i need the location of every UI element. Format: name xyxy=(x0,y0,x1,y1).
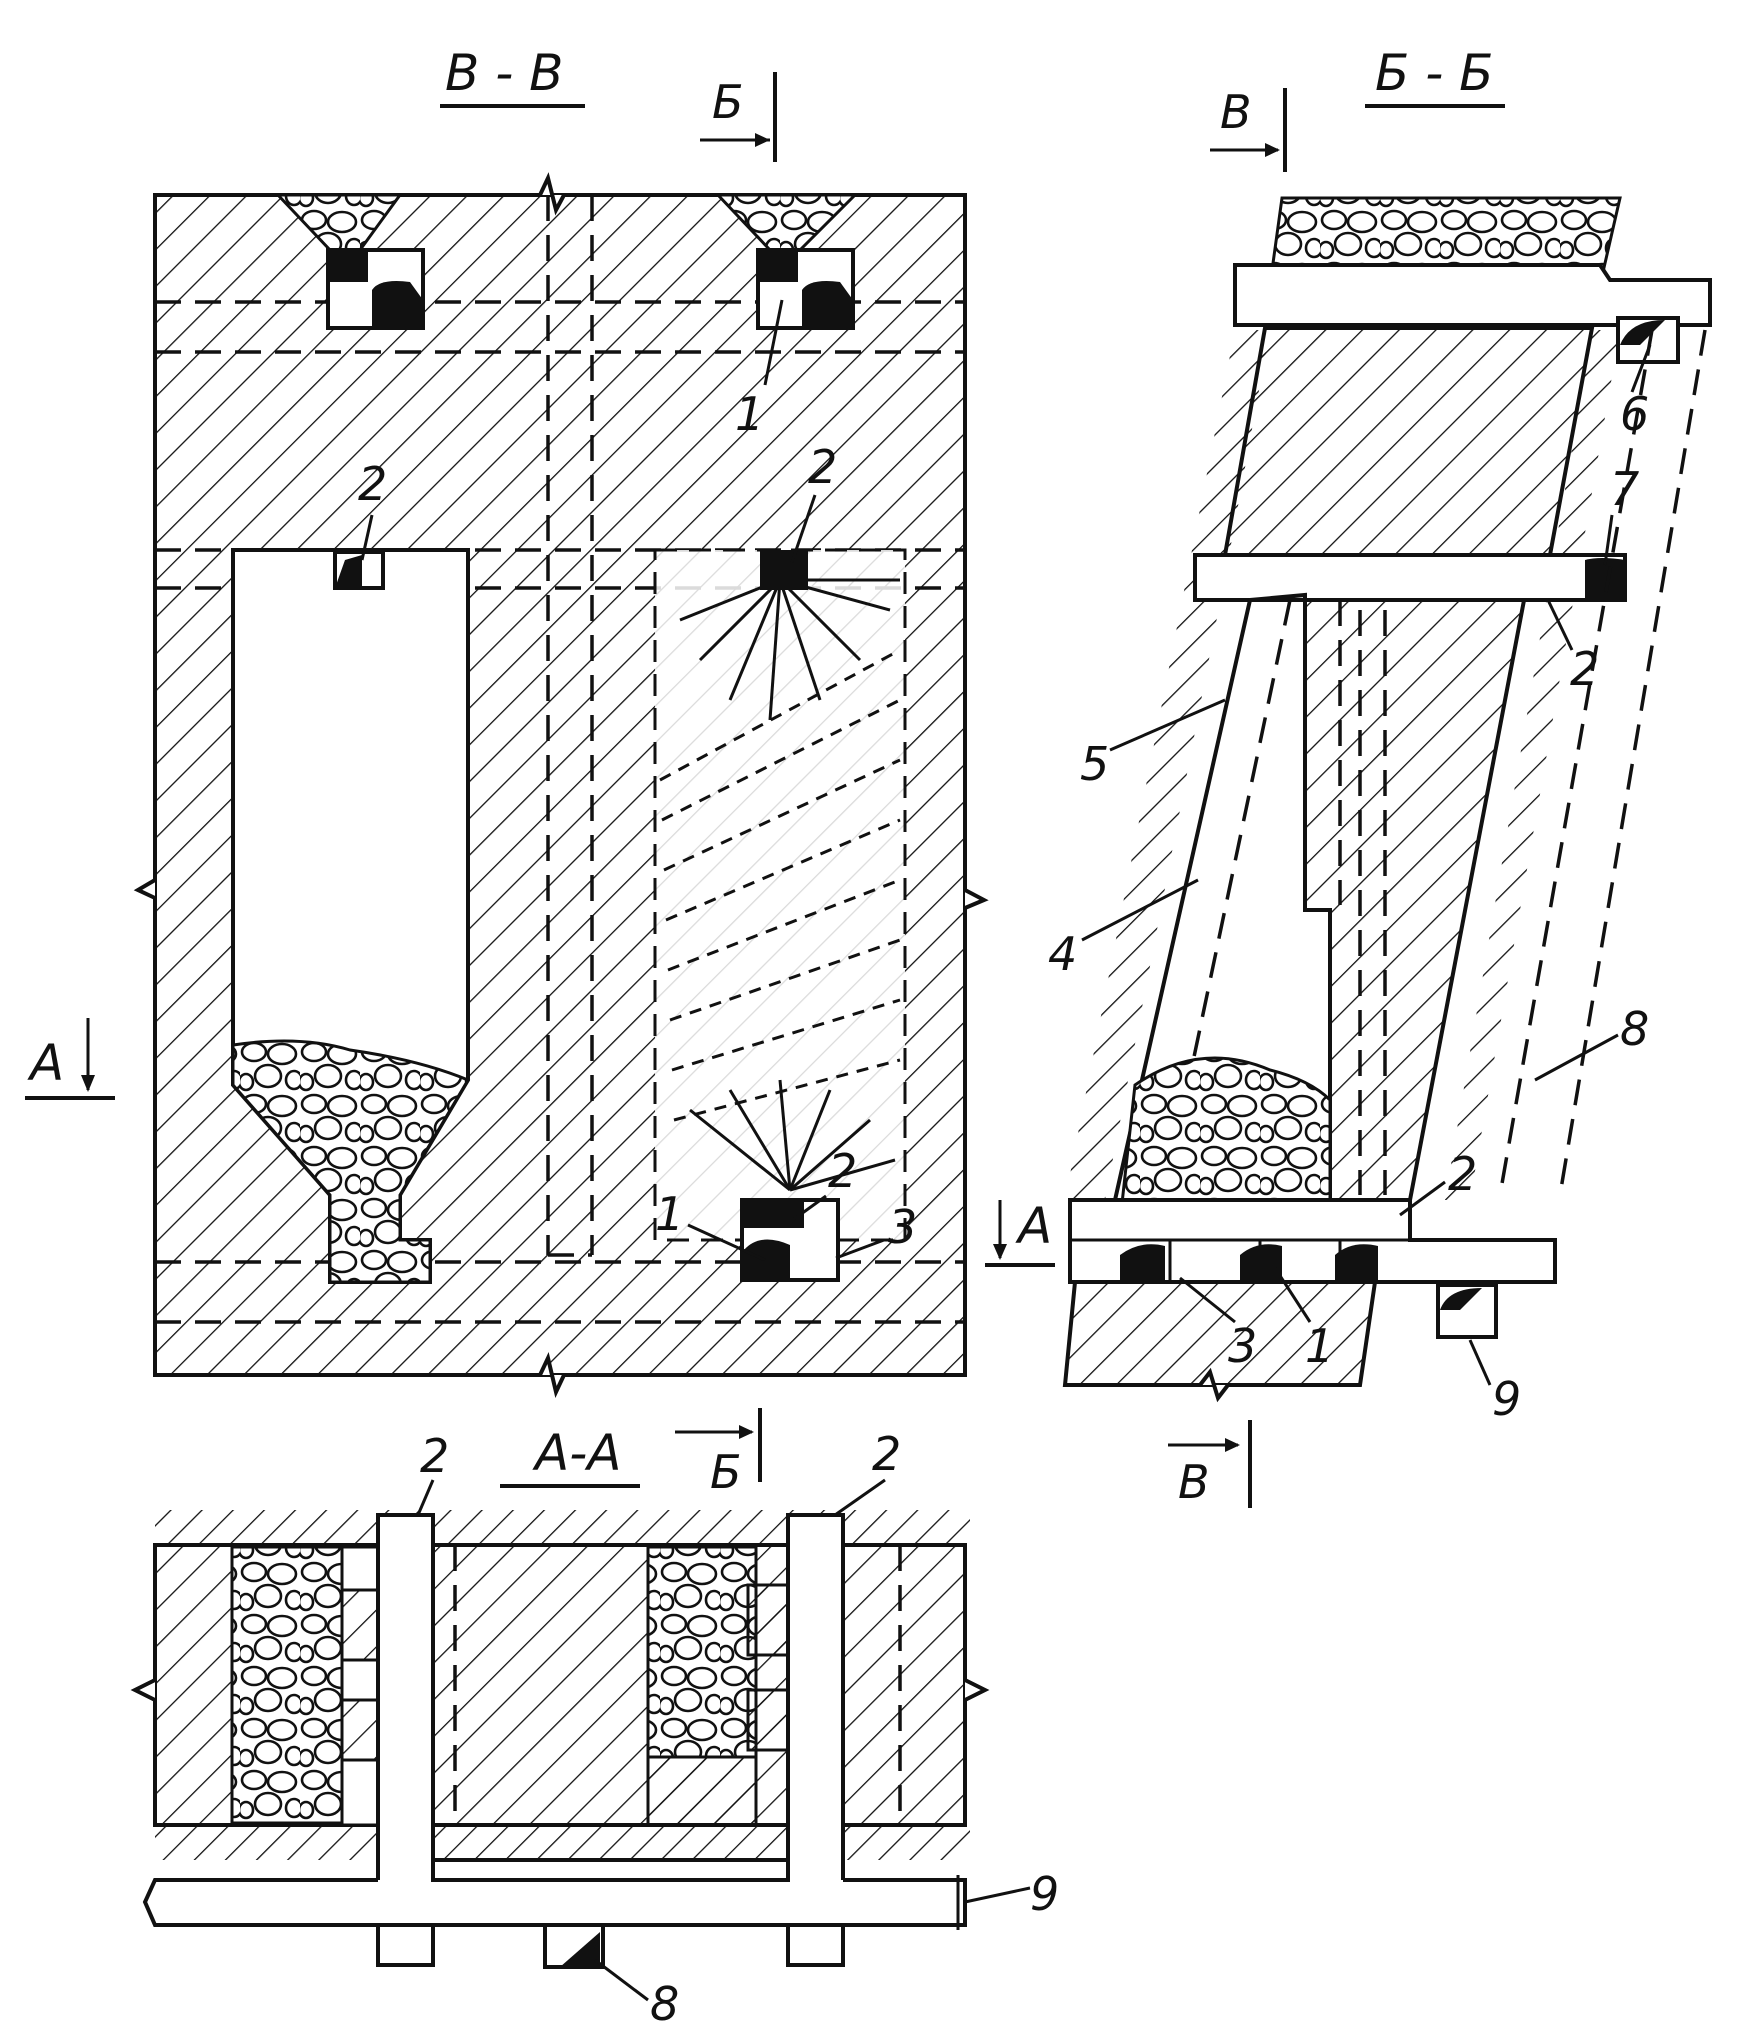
broken-ore-chute-bb xyxy=(1116,1056,1332,1242)
callout-2-vv-bottom: 2 xyxy=(828,1144,857,1198)
section-title-aa: А-А xyxy=(532,1424,621,1482)
ore-pocket-right xyxy=(646,1545,758,1759)
callout-9-bb: 9 xyxy=(1492,1372,1521,1426)
callout-2-vv-stope: 2 xyxy=(358,457,387,511)
callout-2-vv-right: 2 xyxy=(808,440,837,494)
cut-label-a-right: А xyxy=(1015,1197,1052,1255)
rock-left-bb xyxy=(1065,330,1270,1200)
rock-pillar-bb xyxy=(1303,593,1528,1202)
callout-5-bb: 5 xyxy=(1080,737,1109,791)
section-bb: Б - Б В В 6 7 2 5 4 8 2 3 1 9 xyxy=(1048,44,1712,1509)
blast-zone xyxy=(653,548,907,1242)
section-title-bb: Б - Б xyxy=(1375,44,1493,102)
break-mark-right xyxy=(964,888,989,910)
ore-pocket-left xyxy=(230,1545,344,1825)
cut-label-v-top: В xyxy=(1220,85,1252,139)
blast-holes-upper xyxy=(679,578,900,721)
callout-2-bb-mid: 2 xyxy=(1570,642,1599,696)
break-mark-bottom xyxy=(538,1351,566,1399)
callout-1-bb: 1 xyxy=(1305,1319,1334,1373)
callout-8-aa: 8 xyxy=(650,1977,679,2031)
rock-right-bb xyxy=(1445,330,1620,1200)
broken-ore-left xyxy=(231,1039,471,1284)
rock-upper-bb xyxy=(1222,326,1595,557)
callout-3-vv-bottom: 3 xyxy=(888,1200,917,1254)
cut-label-b-top: Б xyxy=(712,75,744,129)
callout-2-aa-right: 2 xyxy=(872,1427,901,1481)
blast-holes-middle xyxy=(659,648,901,1122)
callout-7-bb: 7 xyxy=(1610,462,1639,516)
callout-9-aa: 9 xyxy=(1030,1867,1059,1921)
blast-holes-lower xyxy=(689,1079,896,1192)
callout-2-aa-left: 2 xyxy=(420,1429,449,1483)
callout-4-bb: 4 xyxy=(1048,927,1077,981)
callout-6-bb: 6 xyxy=(1620,387,1649,441)
callout-2-bb-bottom: 2 xyxy=(1448,1147,1477,1201)
cut-label-b-bottom: Б xyxy=(710,1445,742,1499)
cut-label-a-left: А xyxy=(27,1034,64,1092)
section-aa: А-А Б 2 2 8 9 xyxy=(130,1408,1059,2031)
cut-label-v-bottom: В xyxy=(1178,1455,1210,1509)
section-vv: В - В Б А А 2 1 2 2 1 3 xyxy=(25,44,1055,1399)
callout-1-vv-top: 1 xyxy=(735,387,764,441)
section-title-vv: В - В xyxy=(445,44,563,102)
break-mark-left xyxy=(133,878,157,900)
callout-8-bb: 8 xyxy=(1620,1002,1649,1056)
callout-1-vv-bottom: 1 xyxy=(655,1187,684,1241)
break-mark-top xyxy=(538,172,566,216)
callout-3-bb: 3 xyxy=(1228,1319,1257,1373)
